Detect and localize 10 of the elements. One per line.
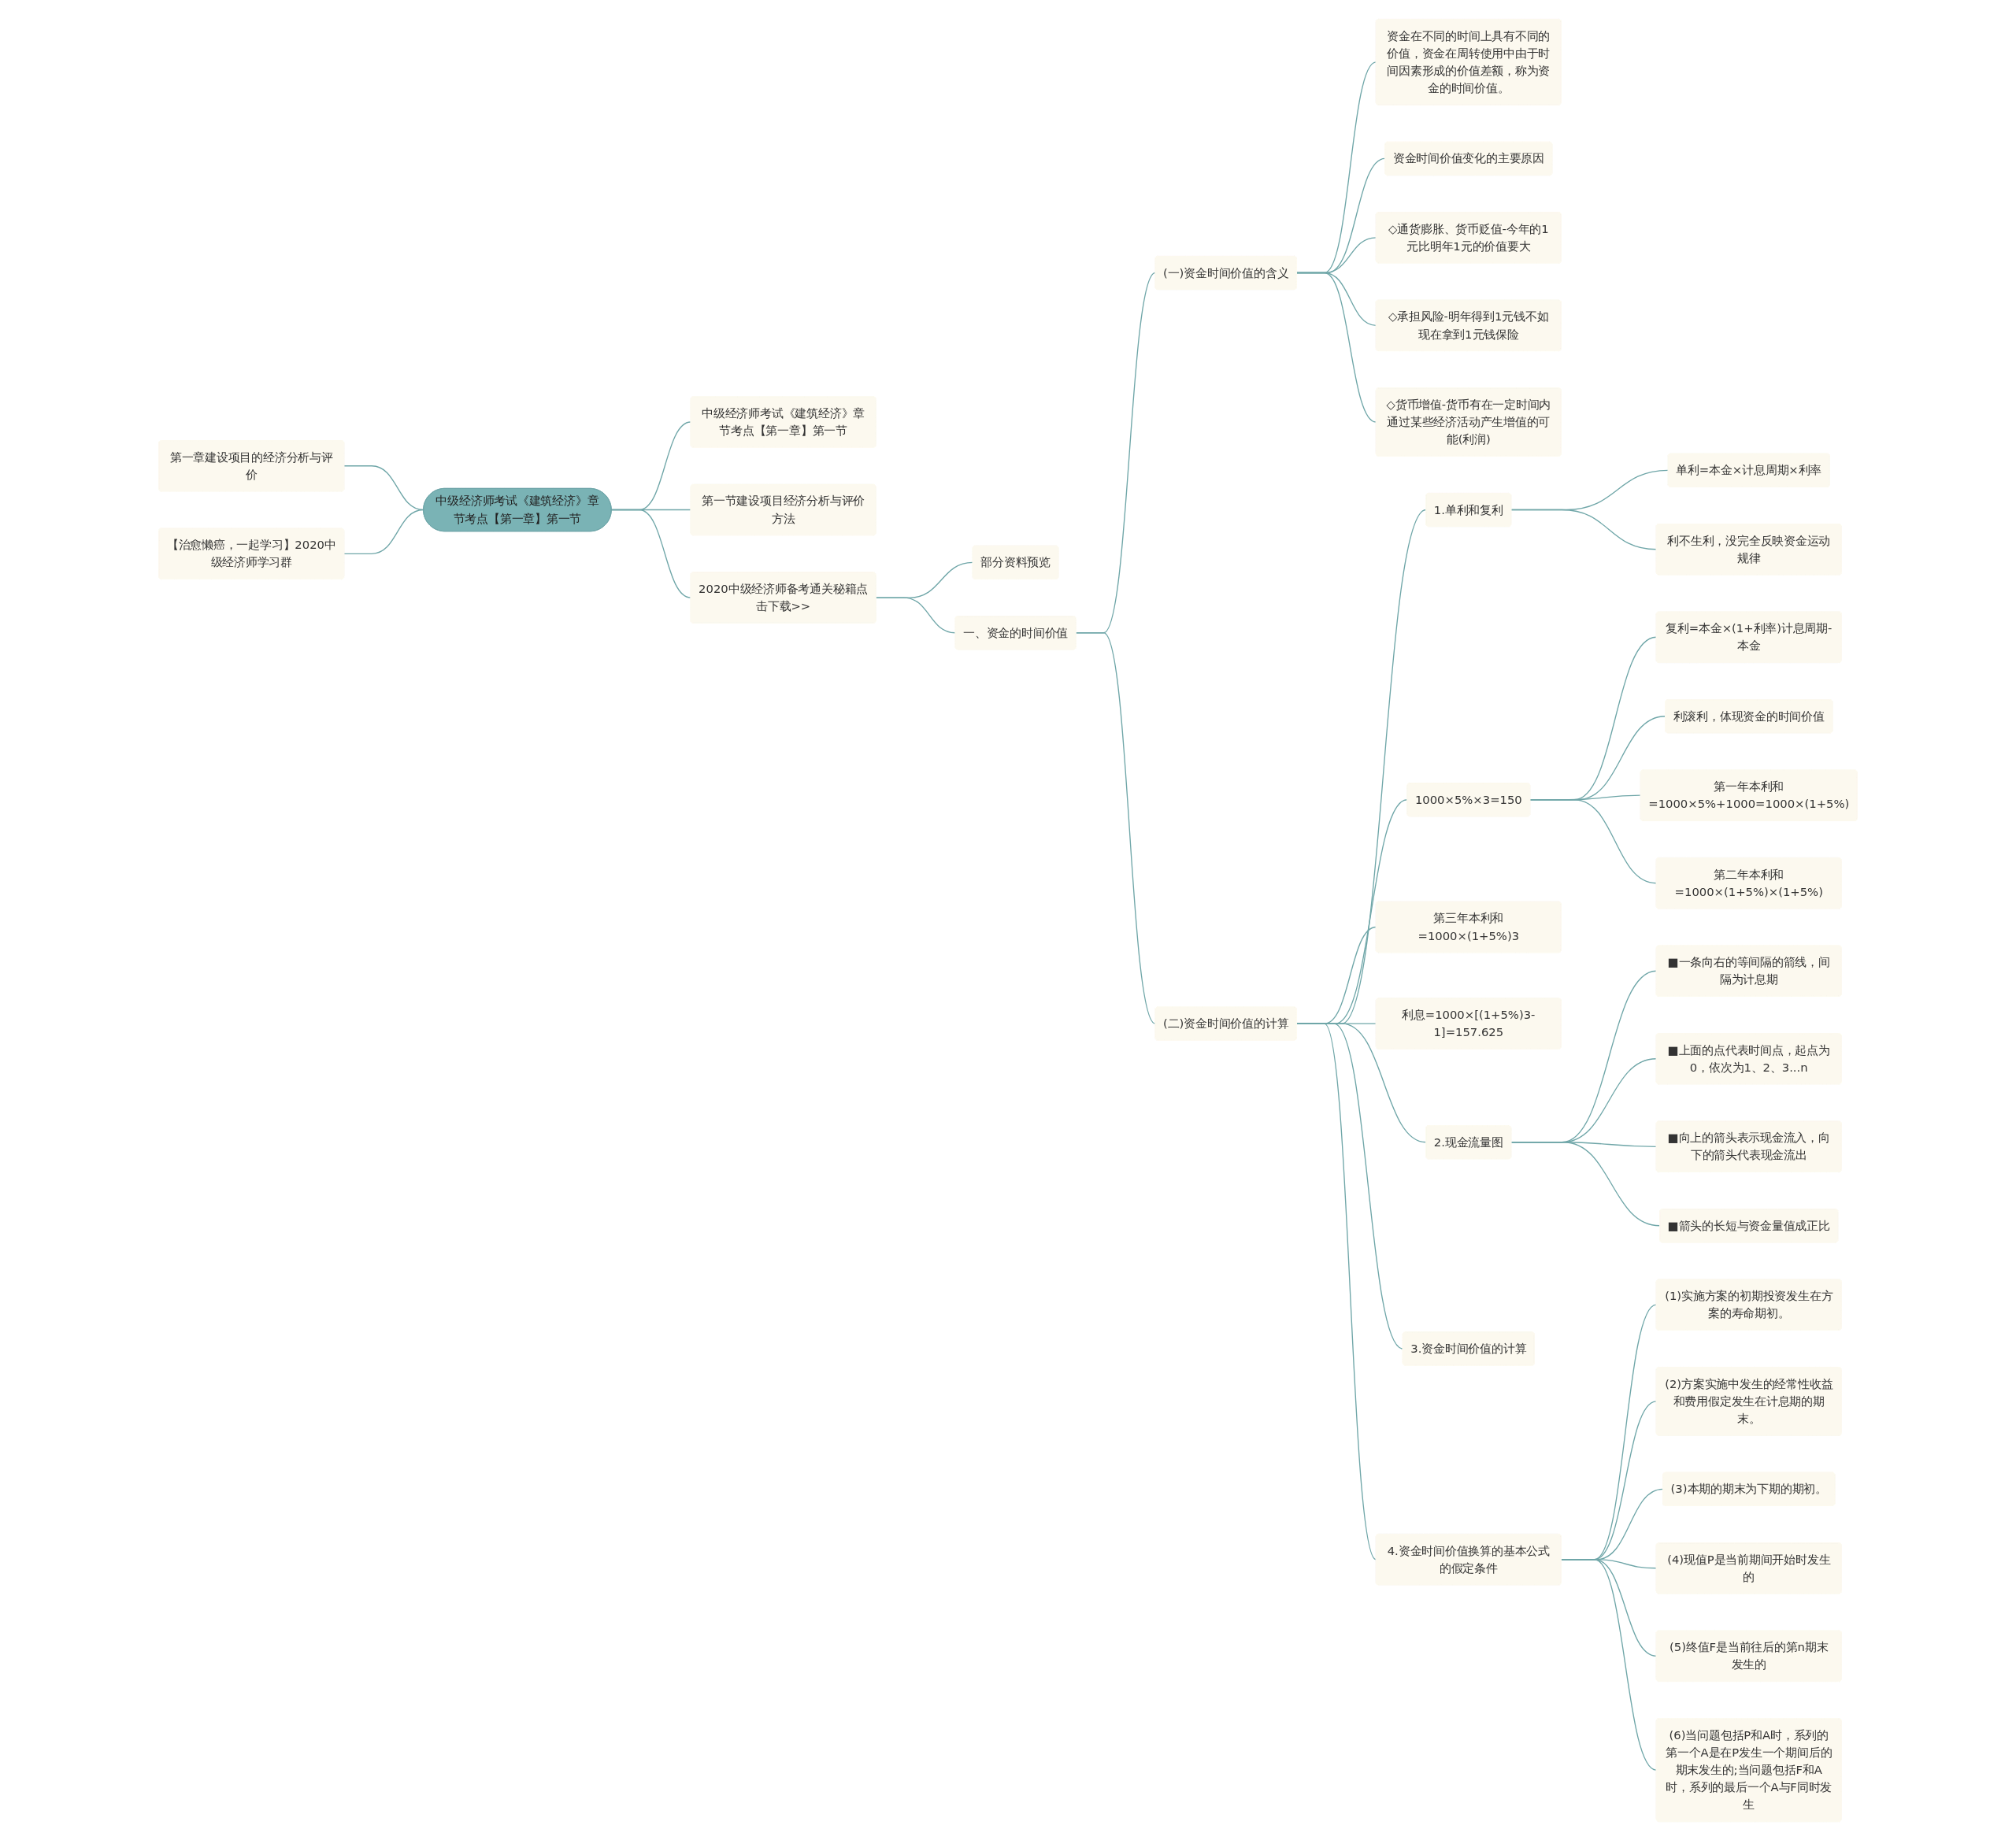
connector bbox=[1510, 1141, 1661, 1226]
connector bbox=[875, 596, 956, 633]
connector bbox=[1075, 631, 1156, 1024]
connector bbox=[610, 509, 691, 598]
connector bbox=[1560, 1558, 1657, 1771]
connector bbox=[1295, 272, 1377, 423]
connector bbox=[1510, 509, 1657, 550]
connector bbox=[1295, 1022, 1377, 1560]
connector bbox=[343, 509, 424, 554]
connector bbox=[1529, 798, 1657, 883]
